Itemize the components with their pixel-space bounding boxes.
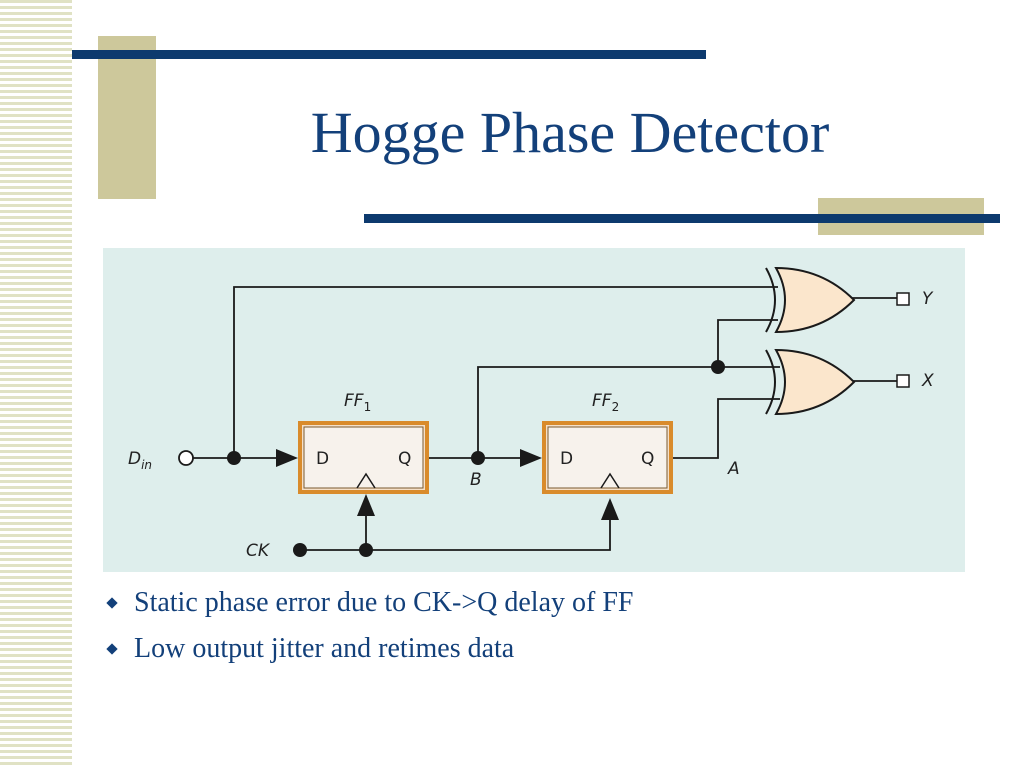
accent-block-top — [98, 36, 156, 199]
diamond-bullet-icon — [106, 597, 118, 609]
node-b-label: B — [470, 470, 482, 490]
ff1-label: FF1 — [344, 391, 371, 414]
din-terminal — [178, 450, 194, 466]
bullet-list: Static phase error due to CK->Q delay of… — [104, 585, 633, 677]
y-terminal — [896, 292, 910, 306]
bullet-item: Low output jitter and retimes data — [104, 631, 633, 667]
ff1-q-pin: Q — [398, 449, 411, 469]
junction-ck — [359, 543, 373, 557]
ff1-clock-triangle — [356, 472, 376, 489]
xor-gate-y-back — [765, 267, 776, 333]
ff2-d-pin: D — [560, 449, 573, 469]
xor-gate-x-back — [765, 349, 776, 415]
bullet-text: Static phase error due to CK->Q delay of… — [134, 587, 634, 618]
junction-din — [227, 451, 241, 465]
node-a-label: A — [727, 459, 740, 479]
ff2-label: FF2 — [592, 391, 619, 414]
arrow-ff1-clk — [357, 494, 375, 516]
ck-label: CK — [246, 541, 271, 561]
circuit-svg: Din CK FF1 FF2 D Q D Q B A Y X — [128, 266, 934, 561]
diamond-bullet-icon — [106, 643, 118, 655]
left-stripe-decoration — [0, 0, 72, 768]
arrow-ff2-d — [520, 449, 542, 467]
wire-a-to-xor-x — [673, 398, 780, 459]
junction-b — [471, 451, 485, 465]
output-x-label: X — [921, 371, 934, 391]
ff1-d-pin: D — [316, 449, 329, 469]
bullet-text: Low output jitter and retimes data — [134, 633, 515, 664]
wire-b-branch-to-xor-y — [717, 319, 778, 367]
x-terminal — [896, 374, 910, 388]
wire-ck — [300, 520, 611, 551]
output-y-label: Y — [922, 289, 934, 309]
arrow-ff1-d — [276, 449, 298, 467]
xor-gate-y — [774, 266, 856, 334]
arrow-ff2-clk — [601, 498, 619, 520]
wire-b-to-xor-x — [477, 366, 780, 458]
title-bar-top — [72, 50, 706, 59]
slide-title: Hogge Phase Detector — [310, 100, 830, 165]
wire-din-to-xor-y — [233, 286, 778, 458]
junction-ck-start — [293, 543, 307, 557]
title-bar-bottom — [364, 214, 1000, 223]
ff2-clock-triangle — [600, 472, 620, 489]
din-label: Din — [128, 449, 152, 472]
ff2-q-pin: Q — [641, 449, 654, 469]
circuit-diagram: Din CK FF1 FF2 D Q D Q B A Y X — [103, 248, 965, 572]
xor-gate-x — [774, 348, 856, 416]
bullet-item: Static phase error due to CK->Q delay of… — [104, 585, 633, 621]
junction-b-split — [711, 360, 725, 374]
